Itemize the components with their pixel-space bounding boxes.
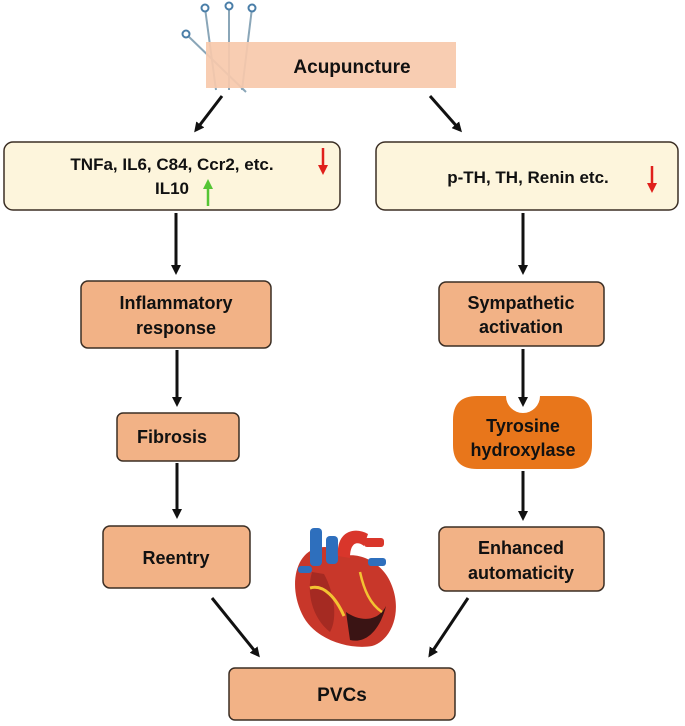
enhanced-automaticity-box: Enhanced automaticity (438, 526, 605, 592)
right-markers-box: p-TH, TH, Renin etc. (375, 141, 679, 211)
pvcs-label: PVCs (317, 685, 367, 706)
reentry-label: Reentry (142, 548, 209, 568)
sympathetic-line2: activation (479, 317, 563, 337)
heart-icon (295, 528, 396, 647)
left-markers-line2: IL10 (155, 179, 189, 198)
tyrosine-hydroxylase-enzyme: Tyrosine hydroxylase (453, 396, 592, 469)
automaticity-line2: automaticity (468, 563, 574, 583)
reentry-box: Reentry (102, 525, 251, 589)
right-markers-text: p-TH, TH, Renin etc. (447, 168, 609, 187)
left-markers-line1: TNFa, IL6, C84, Ccr2, etc. (70, 155, 273, 174)
arrow-to-right-markers (428, 95, 462, 133)
automaticity-line1: Enhanced (478, 538, 564, 558)
inflammatory-line1: Inflammatory (119, 293, 232, 313)
arrow-reentry-to-pvcs (210, 597, 260, 658)
sympathetic-activation-box: Sympathetic activation (438, 281, 605, 347)
enzyme-line2: hydroxylase (470, 440, 575, 460)
fibrosis-label: Fibrosis (137, 427, 207, 447)
inflammatory-line2: response (136, 318, 216, 338)
acupuncture-needles-icon (181, 1, 257, 93)
acupuncture-banner: Acupuncture (206, 42, 456, 88)
enzyme-line1: Tyrosine (486, 416, 560, 436)
fibrosis-box: Fibrosis (116, 412, 240, 462)
arrow-to-left-markers (194, 95, 224, 133)
arrow-automaticity-to-pvcs (428, 597, 470, 658)
sympathetic-line1: Sympathetic (467, 293, 574, 313)
left-markers-box: TNFa, IL6, C84, Ccr2, etc. IL10 (3, 141, 341, 211)
acupuncture-label: Acupuncture (293, 57, 410, 78)
pvcs-box: PVCs (228, 667, 456, 721)
inflammatory-response-box: Inflammatory response (80, 280, 272, 349)
